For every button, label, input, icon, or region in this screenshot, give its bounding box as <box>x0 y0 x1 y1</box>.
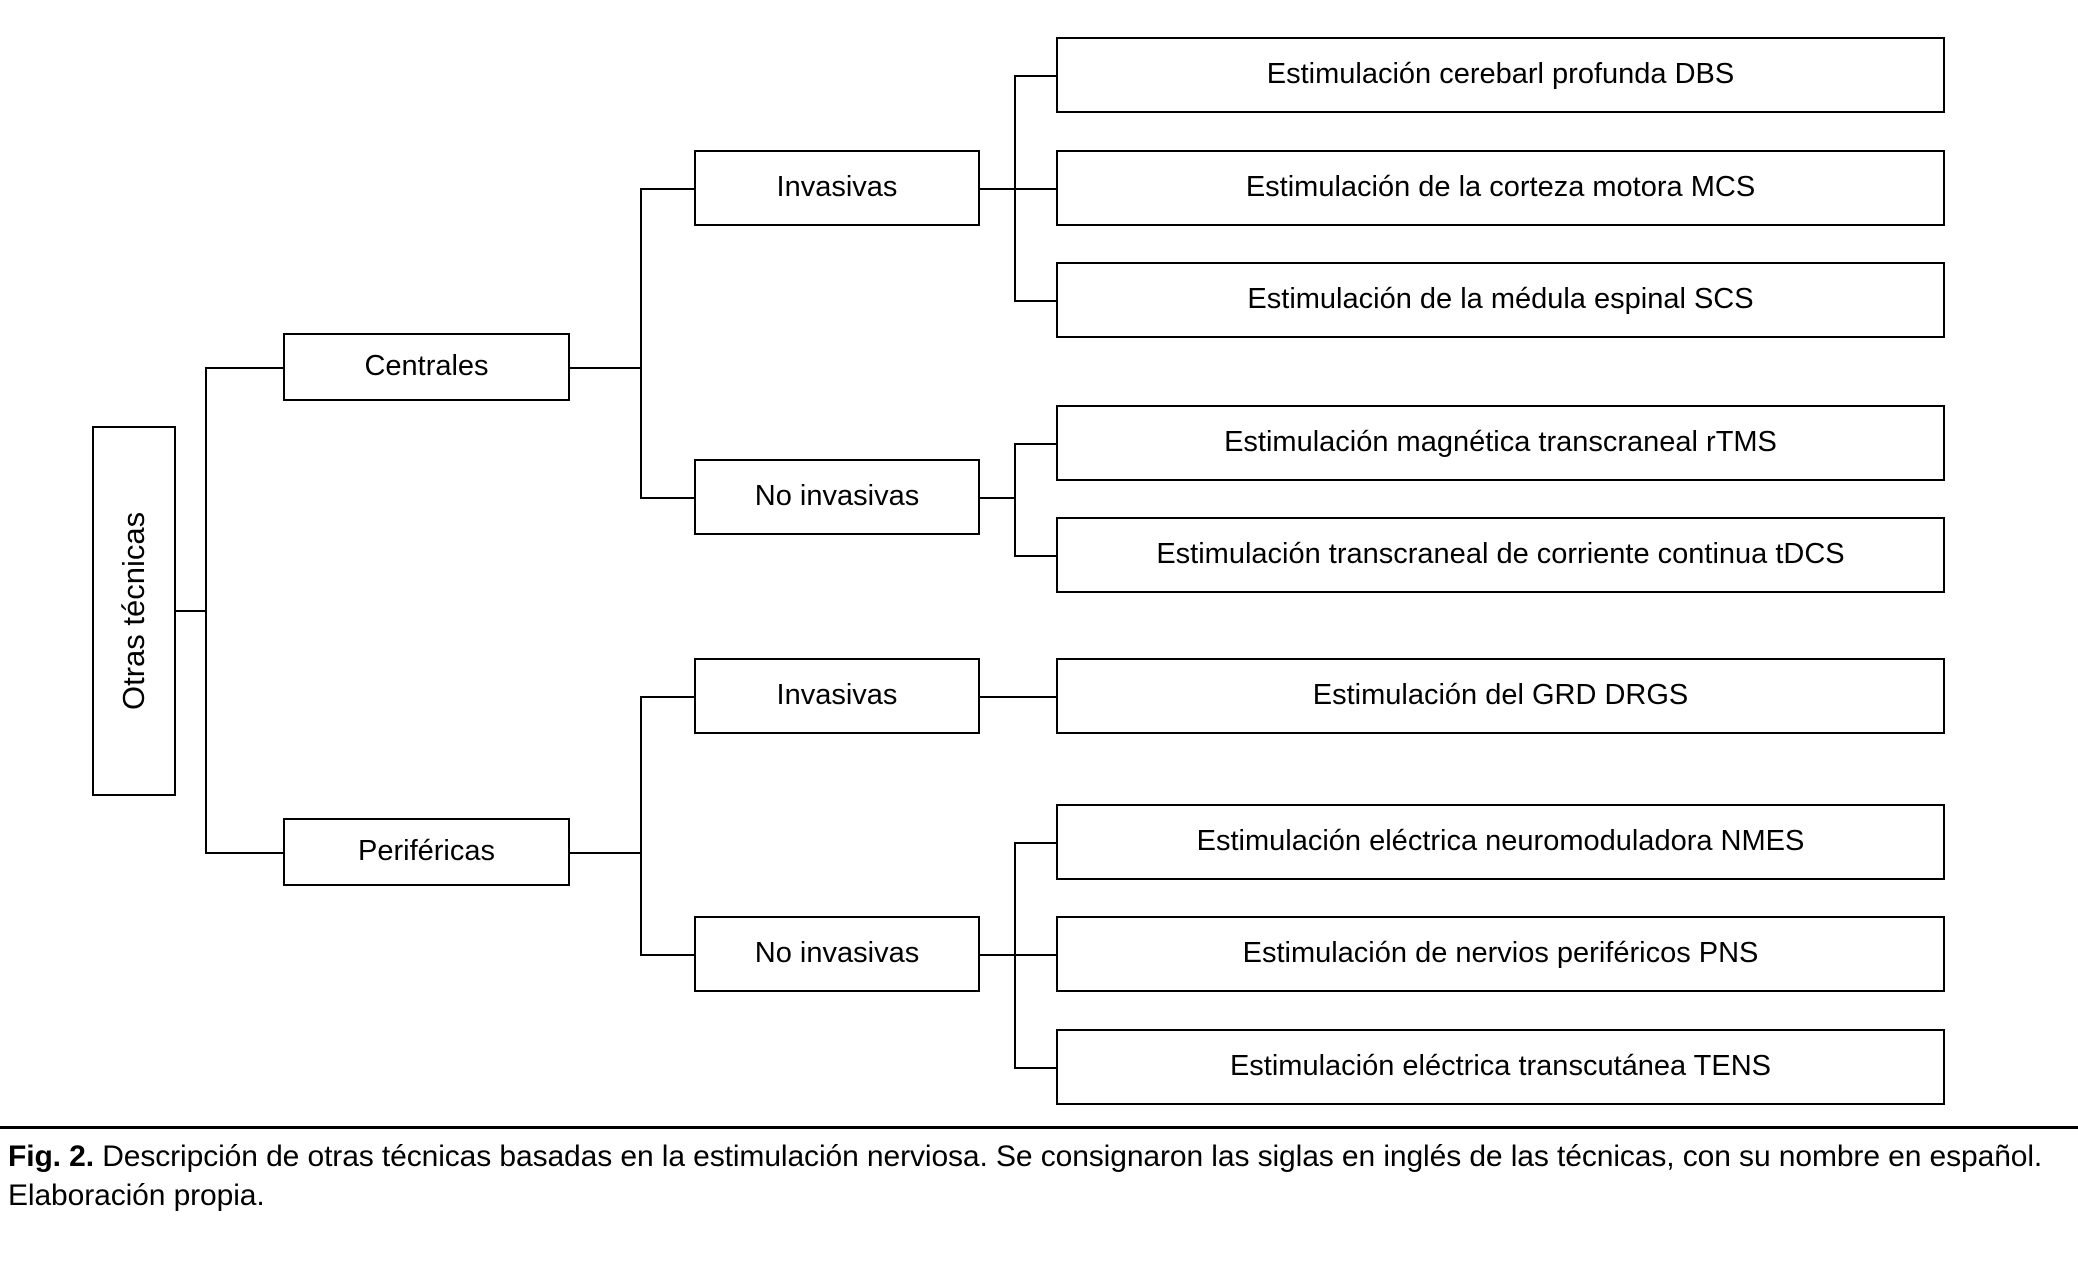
node-centrales[interactable]: Centrales <box>283 333 570 401</box>
connector-to-centrales <box>205 367 284 369</box>
connector-centrales-stub <box>568 367 642 369</box>
leaf-drgs-label: Estimulación del GRD DRGS <box>1312 679 1689 712</box>
connector-g1-stub <box>978 188 1016 190</box>
connector-g2-stub <box>978 497 1016 499</box>
connector-centrales-trunk <box>640 188 642 499</box>
connector-centrales-no-invasivas <box>640 497 696 499</box>
node-perifericas[interactable]: Periféricas <box>283 818 570 886</box>
leaf-nmes[interactable]: Estimulación eléctrica neuromoduladora N… <box>1056 804 1945 880</box>
connector-g2-leaf-2 <box>1014 555 1058 557</box>
leaf-mcs[interactable]: Estimulación de la corteza motora MCS <box>1056 150 1945 226</box>
leaf-rtms[interactable]: Estimulación magnética transcraneal rTMS <box>1056 405 1945 481</box>
connector-g3-leaf-1 <box>978 696 1058 698</box>
connector-g4-leaf-2 <box>1014 954 1058 956</box>
leaf-scs[interactable]: Estimulación de la médula espinal SCS <box>1056 262 1945 338</box>
caption-divider <box>0 1126 2078 1129</box>
leaf-pns[interactable]: Estimulación de nervios periféricos PNS <box>1056 916 1945 992</box>
caption-figure-number: Fig. 2. <box>8 1140 94 1173</box>
connector-g4-leaf-3 <box>1014 1067 1058 1069</box>
node-perifericas-invasivas-label: Invasivas <box>776 679 898 712</box>
caption-text-line-2: Elaboración propia. <box>8 1179 265 1212</box>
node-perifericas-label: Periféricas <box>358 835 495 868</box>
leaf-drgs[interactable]: Estimulación del GRD DRGS <box>1056 658 1945 734</box>
leaf-dbs-label: Estimulación cerebarl profunda DBS <box>1266 58 1735 91</box>
node-perifericas-no-invasivas[interactable]: No invasivas <box>694 916 980 992</box>
node-perifericas-no-invasivas-label: No invasivas <box>754 937 920 970</box>
leaf-tdcs[interactable]: Estimulación transcraneal de corriente c… <box>1056 517 1945 593</box>
connector-g2-leaf-1 <box>1014 443 1058 445</box>
node-centrales-label: Centrales <box>364 350 489 383</box>
connector-g2-trunk <box>1014 443 1016 556</box>
caption-text-line-1: Descripción de otras técnicas basadas en… <box>93 1140 2043 1173</box>
node-perifericas-invasivas[interactable]: Invasivas <box>694 658 980 734</box>
node-centrales-no-invasivas-label: No invasivas <box>754 480 920 513</box>
connector-g1-leaf-1 <box>1014 75 1058 77</box>
node-root-otras-tecnicas[interactable]: Otras técnicas <box>92 426 176 796</box>
connector-perifericas-invasivas <box>640 696 696 698</box>
figure-caption: Fig. 2. Descripción de otras técnicas ba… <box>8 1137 2070 1215</box>
node-root-label: Otras técnicas <box>116 511 152 711</box>
connector-perifericas-trunk <box>640 696 642 956</box>
connector-to-perifericas <box>205 852 284 854</box>
connector-g4-leaf-1 <box>1014 842 1058 844</box>
node-centrales-invasivas[interactable]: Invasivas <box>694 150 980 226</box>
connector-perifericas-stub <box>568 852 642 854</box>
leaf-nmes-label: Estimulación eléctrica neuromoduladora N… <box>1196 825 1805 858</box>
leaf-rtms-label: Estimulación magnética transcraneal rTMS <box>1224 426 1777 459</box>
connector-perifericas-no-invasivas <box>640 954 696 956</box>
connector-g1-leaf-3 <box>1014 300 1058 302</box>
leaf-mcs-label: Estimulación de la corteza motora MCS <box>1245 171 1756 204</box>
connector-g4-stub <box>978 954 1016 956</box>
leaf-tens-label: Estimulación eléctrica transcutánea TENS <box>1229 1050 1772 1083</box>
node-centrales-no-invasivas[interactable]: No invasivas <box>694 459 980 535</box>
node-centrales-invasivas-label: Invasivas <box>776 171 898 204</box>
connector-root-trunk <box>205 367 207 854</box>
leaf-pns-label: Estimulación de nervios periféricos PNS <box>1242 937 1759 970</box>
leaf-tens[interactable]: Estimulación eléctrica transcutánea TENS <box>1056 1029 1945 1105</box>
connector-root-stub <box>174 610 206 612</box>
leaf-tdcs-label: Estimulación transcraneal de corriente c… <box>1156 538 1845 571</box>
leaf-dbs[interactable]: Estimulación cerebarl profunda DBS <box>1056 37 1945 113</box>
connector-centrales-invasivas <box>640 188 696 190</box>
leaf-scs-label: Estimulación de la médula espinal SCS <box>1247 283 1754 316</box>
connector-g1-leaf-2 <box>1014 188 1058 190</box>
